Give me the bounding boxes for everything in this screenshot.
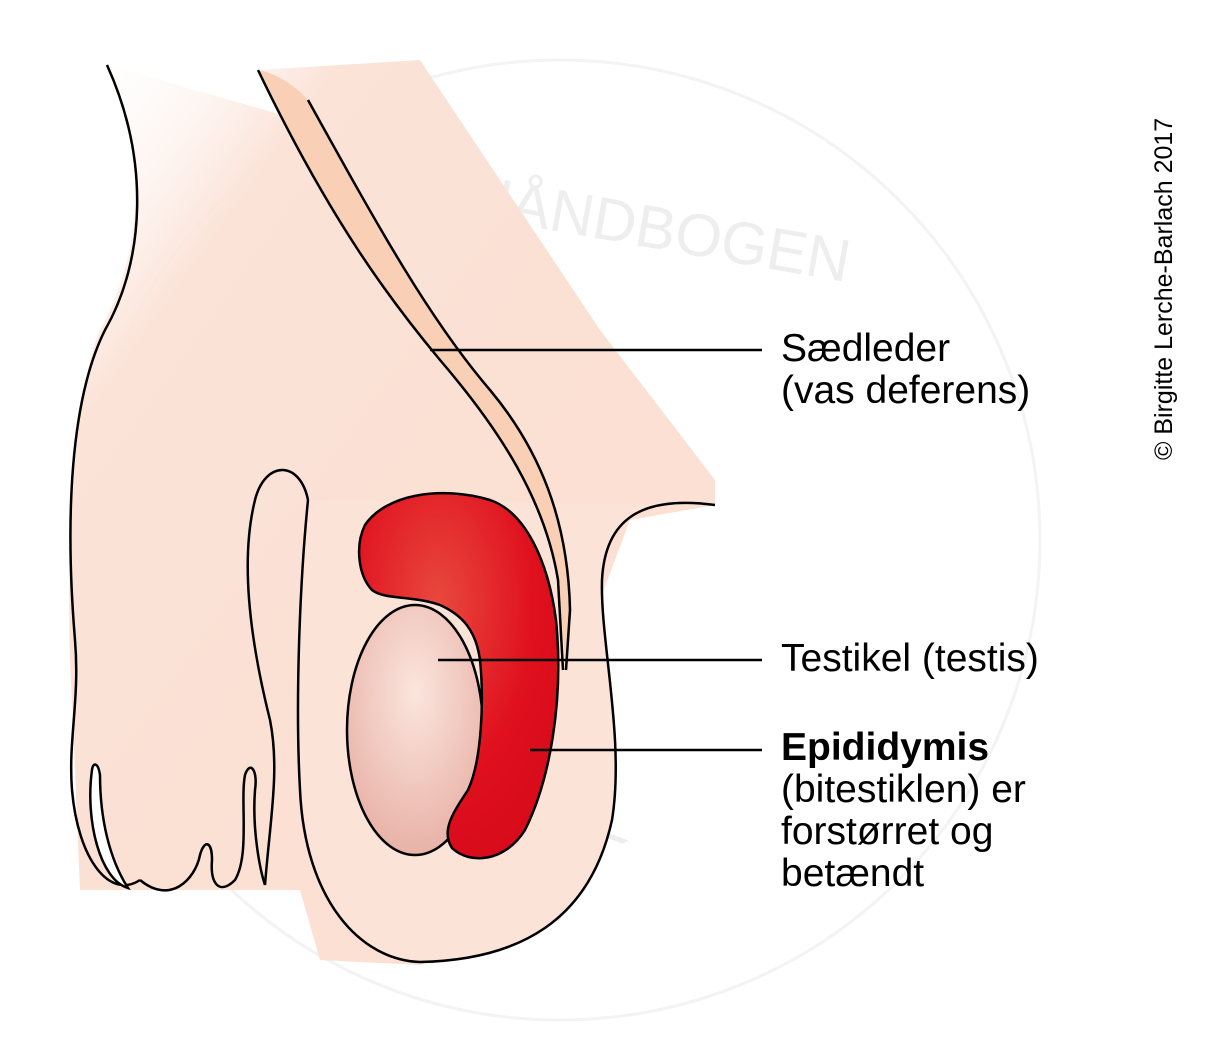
penis-outline <box>69 64 141 887</box>
epididymis-title: Epididymis <box>781 726 990 769</box>
vas-deferens-latin: (vas deferens) <box>781 369 1031 412</box>
vas-deferens-inner-line <box>306 99 572 671</box>
epididymis <box>357 491 560 860</box>
epididymis-desc-3: betændt <box>781 852 925 895</box>
penis-shaft-right <box>246 468 310 886</box>
vas-deferens-outer-line <box>256 69 565 671</box>
epididymis-desc-1: (bitestiklen) er <box>781 768 1026 811</box>
testis-label: Testikel (testis) <box>781 637 1039 680</box>
copyright-notice: © Birgitte Lerche-Barlach 2017 <box>1150 117 1178 460</box>
glans-tip <box>139 766 267 892</box>
epididymis-label: Epididymis (bitestiklen) er forstørret o… <box>781 727 1026 895</box>
foreskin-fold <box>89 763 131 891</box>
vas-deferens-label: Sædleder (vas deferens) <box>781 328 1030 412</box>
vas-deferens-name: Sædleder <box>781 327 951 370</box>
epididymis-desc-2: forstørret og <box>781 810 994 853</box>
